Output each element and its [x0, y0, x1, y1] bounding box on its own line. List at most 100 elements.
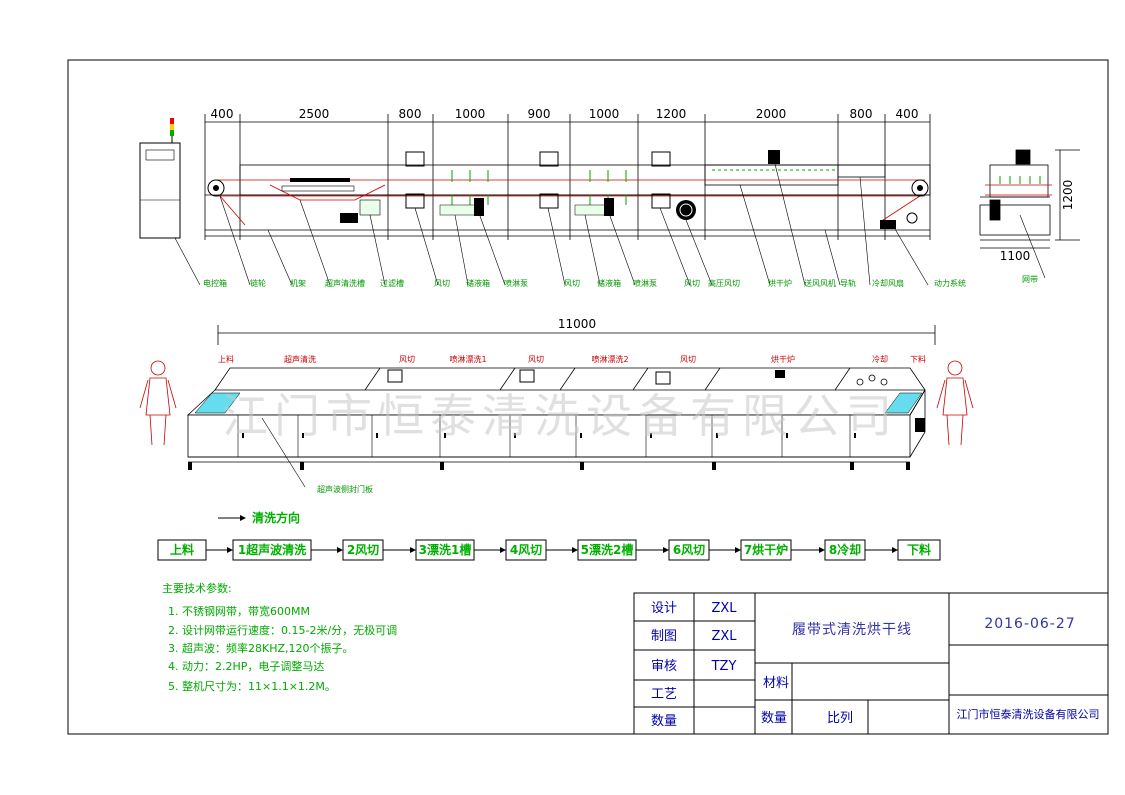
spray-pump-2	[604, 198, 614, 216]
callout-sprocket: 链轮	[250, 278, 266, 288]
section-air-knife-1: 风切	[399, 355, 415, 364]
dim-2000: 2000	[756, 107, 787, 121]
sprocket-right	[911, 179, 929, 197]
section-dryer: 烘干炉	[771, 354, 795, 364]
side-view	[979, 149, 1080, 249]
spec-item-1: 1. 不锈钢网带，带宽600MM	[168, 604, 310, 618]
tb-quantity-label: 数量	[761, 711, 787, 726]
section-air-knife-2: 风切	[528, 355, 544, 364]
filter-tank	[359, 199, 381, 216]
callout-reservoir-2: 储液箱	[597, 278, 621, 288]
callout-dryer: 烘干炉	[768, 278, 792, 288]
spec-item-5: 5. 整机尺寸为：11×1.1×1.2M。	[168, 679, 336, 693]
dim-400b: 400	[896, 107, 919, 121]
callout-filter-tank: 过滤槽	[380, 278, 404, 288]
tb-label-process: 工艺	[651, 687, 677, 702]
section-spray-rinse-2: 喷淋漂洗2	[591, 354, 628, 364]
tb-label-draw: 制图	[651, 629, 677, 644]
section-spray-rinse-1: 喷淋漂洗1	[449, 354, 486, 364]
control-cabinet	[139, 118, 181, 239]
title-block	[633, 592, 1109, 735]
callout-control-box: 电控箱	[203, 278, 227, 288]
spec-item-3: 3. 超声波：频率28KHZ,120个振子。	[168, 641, 354, 655]
tb-value-review: TZY	[711, 659, 737, 674]
operator-figure-right	[936, 360, 974, 446]
high-pressure-blower	[676, 200, 696, 220]
dim-900: 900	[528, 107, 551, 121]
callout-spray-pump-1: 喷淋泵	[504, 278, 528, 288]
fan-2-bottom	[539, 193, 559, 209]
tb-value-draw: ZXL	[711, 629, 737, 644]
flow-step-2: 1超声波清洗	[238, 542, 306, 557]
drive-motor	[880, 220, 896, 229]
process-flow: 清洗方向	[157, 510, 941, 561]
dim-400a: 400	[211, 107, 234, 121]
dim-1000b: 1000	[589, 107, 620, 121]
callout-reservoir-1: 储液箱	[466, 278, 490, 288]
top-view: 400 2500 800 1000 900 1000 1200 2000 800…	[139, 107, 1080, 288]
dryer-blower	[768, 150, 780, 164]
spec-item-2: 2. 设计网带运行速度：0.15-2米/分，无极可调	[168, 623, 397, 637]
front-view: 11000 上料 超声清洗 风切 喷淋漂洗1 风切 喷淋漂洗2 风切 烘干炉 冷…	[139, 317, 974, 494]
dim-1000a: 1000	[455, 107, 486, 121]
dim-800b: 800	[850, 107, 873, 121]
callout-hp-air-knife: 高压风切	[708, 278, 740, 288]
callout-side-door: 超声波侧封门板	[317, 484, 373, 494]
tb-label-design: 设计	[651, 601, 677, 616]
flow-step-3: 2风切	[347, 543, 379, 557]
spray-pump-1	[474, 198, 484, 216]
callout-supply-fan: 送风风机	[804, 278, 836, 288]
section-air-knife-3: 风切	[680, 355, 696, 364]
section-unloading: 下料	[910, 354, 926, 364]
operator-figure-left	[139, 360, 177, 446]
tb-label-review: 审核	[651, 659, 677, 674]
callout-cooling-fan: 冷却风扇	[872, 278, 904, 288]
callout-frame: 机架	[290, 278, 306, 288]
dim-1200: 1200	[656, 107, 687, 121]
callout-air-knife-1: 风切	[434, 279, 450, 288]
company-watermark: 江门市恒泰清洗设备有限公司	[222, 389, 898, 443]
side-dim-width: 1100	[1000, 249, 1031, 263]
drawing-frame	[67, 59, 1109, 735]
flow-step-5: 4风切	[510, 543, 542, 557]
flow-step-4: 3漂洗1槽	[419, 542, 472, 557]
flow-step-10: 下料	[907, 542, 931, 557]
tb-value-design: ZXL	[711, 601, 737, 616]
tb-label-qty: 数量	[651, 714, 677, 729]
flow-step-6: 5漂洗2槽	[581, 542, 634, 557]
pump-motor-1	[340, 213, 358, 223]
section-loading: 上料	[218, 354, 234, 364]
dim-800a: 800	[399, 107, 422, 121]
flow-step-8: 7烘干炉	[744, 542, 788, 557]
callout-drive-system: 动力系统	[934, 278, 966, 288]
callout-ultrasonic-tank: 超声清洗槽	[325, 278, 365, 288]
flow-step-7: 6风切	[673, 543, 705, 557]
callout-air-knife-2: 风切	[564, 279, 580, 288]
dim-2500: 2500	[299, 107, 330, 121]
fan-3-bottom	[651, 193, 671, 209]
section-ultrasonic: 超声清洗	[284, 354, 316, 364]
callout-air-knife-3: 风切	[684, 279, 700, 288]
tb-date: 2016-06-27	[984, 616, 1075, 632]
side-dim-height: 1200	[1061, 180, 1075, 211]
callout-guide-rail: 导轨	[840, 278, 856, 288]
callout-mesh-belt: 网带	[1022, 275, 1038, 284]
flow-step-9: 8冷却	[829, 542, 861, 557]
flow-direction-label: 清洗方向	[252, 510, 300, 525]
fan-3-top	[651, 151, 671, 167]
fan-2-top	[539, 151, 559, 167]
tb-material-label: 材料	[763, 676, 789, 691]
tb-scale-label: 比列	[827, 711, 853, 726]
dim-overall-length: 11000	[558, 317, 596, 331]
tb-drawing-name: 履带式清洗烘干线	[792, 622, 912, 638]
spec-item-4: 4. 动力：2.2HP，电子调整马达	[168, 659, 324, 673]
tb-company: 江门市恒泰清洗设备有限公司	[957, 707, 1100, 721]
sprocket-left	[207, 179, 225, 197]
callout-spray-pump-2: 喷淋泵	[633, 278, 657, 288]
fan-1-top	[405, 151, 425, 167]
specs-title: 主要技术参数:	[162, 581, 232, 595]
section-cooling: 冷却	[872, 354, 888, 364]
flow-step-1: 上料	[170, 542, 194, 557]
technical-specs: 主要技术参数: 1. 不锈钢网带，带宽600MM 2. 设计网带运行速度：0.1…	[162, 581, 397, 693]
